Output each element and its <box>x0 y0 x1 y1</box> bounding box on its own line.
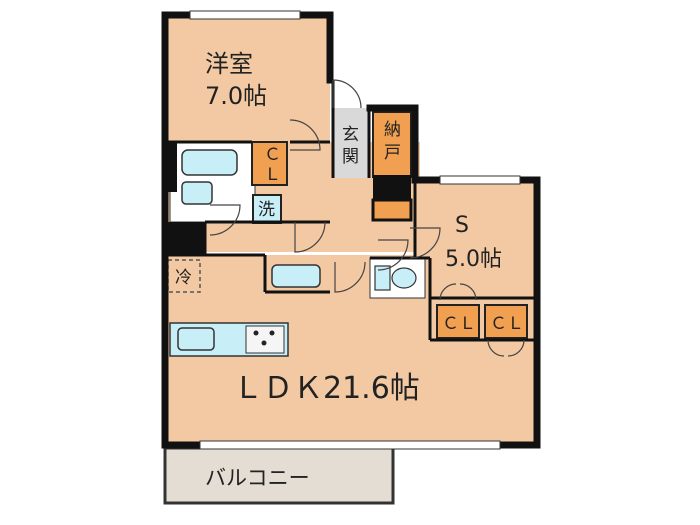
closet-western <box>251 141 288 186</box>
wall-block-2 <box>165 222 205 255</box>
service-room-size: 5.0帖 <box>445 247 502 272</box>
toilet-tank <box>374 265 391 291</box>
closet-western-l: Ｌ <box>264 165 281 185</box>
stove <box>245 325 285 354</box>
service-room-name: S <box>455 213 469 238</box>
western-room-name: 洋室 <box>205 50 253 78</box>
balcony-label: バルコニー <box>205 466 310 490</box>
wall-block-1 <box>165 142 177 192</box>
burner-3 <box>261 340 267 346</box>
entrance-label-2: 関 <box>342 147 359 167</box>
ldk-label: ＬＤＫ21.6帖 <box>233 371 420 406</box>
wall-block-3 <box>373 175 411 200</box>
door-swings <box>209 79 525 357</box>
closet-ldk-2 <box>484 304 528 339</box>
storage-closet <box>372 111 412 178</box>
storage-label-1: 納 <box>384 120 401 140</box>
closet-western-c: Ｃ <box>264 145 281 165</box>
hall-basin <box>271 264 321 288</box>
entrance-label-1: 玄 <box>342 125 359 145</box>
windows <box>189 10 521 450</box>
entrance-floor <box>333 108 369 178</box>
wash-basin <box>181 181 213 205</box>
balcony <box>163 446 395 505</box>
closet-ldk-2-label: ＣＬ <box>490 314 524 334</box>
western-room-floor <box>165 15 330 142</box>
closet-ldk-1 <box>436 304 480 339</box>
burner-2 <box>269 330 275 336</box>
western-room-size: 7.0帖 <box>205 82 267 110</box>
washer-label: 洗 <box>258 200 275 220</box>
fridge-label: 冷 <box>175 268 192 288</box>
bathtub <box>181 149 238 176</box>
toilet-bowl <box>391 267 417 289</box>
burner-1 <box>253 330 259 336</box>
kitchen-sink <box>177 327 215 351</box>
wall-block-4 <box>371 198 413 222</box>
closet-ldk-1-label: ＣＬ <box>442 314 476 334</box>
storage-label-2: 戸 <box>384 143 401 163</box>
